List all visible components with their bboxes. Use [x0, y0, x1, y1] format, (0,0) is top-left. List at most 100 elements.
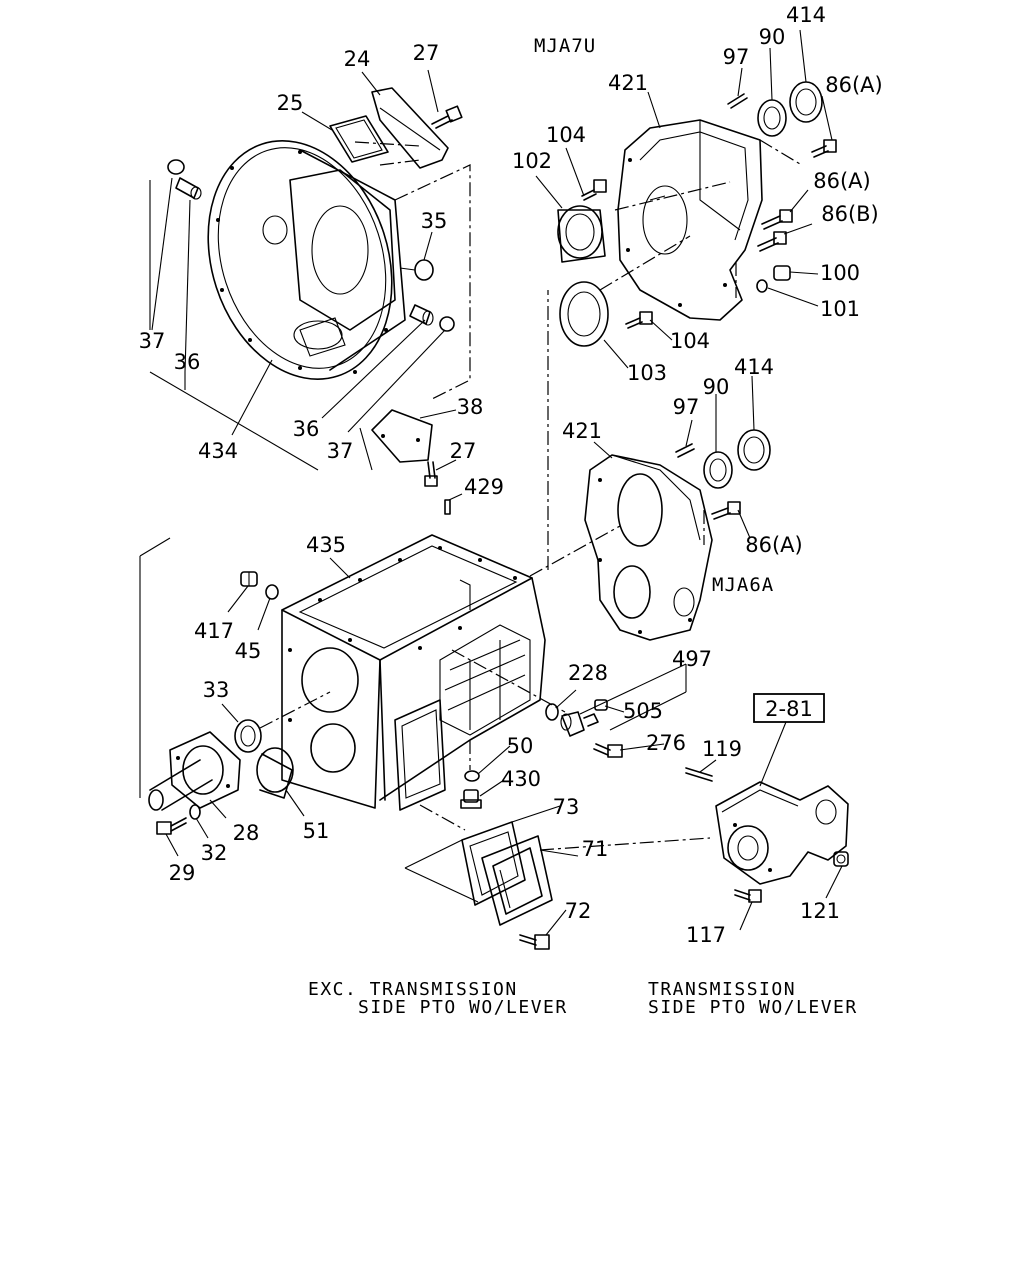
nut-121: [833, 851, 849, 867]
label-86b: 86(B): [821, 202, 879, 226]
label-86a-2: 86(A): [813, 169, 870, 193]
label-121: 121: [800, 899, 840, 923]
label-97-middle: 97: [673, 395, 700, 419]
label-417: 417: [194, 619, 234, 643]
label-429: 429: [464, 475, 504, 499]
label-505: 505: [623, 699, 663, 723]
bolt-72: [519, 934, 550, 950]
label-32: 32: [201, 841, 228, 865]
bolt-276: [593, 743, 623, 758]
rear-cover-middle: [584, 454, 713, 641]
label-36-bottom: 36: [293, 417, 320, 441]
gasket-73: [461, 821, 526, 906]
label-435: 435: [306, 533, 346, 557]
label-119: 119: [702, 737, 742, 761]
label-33: 33: [203, 678, 230, 702]
cover-102: [557, 205, 606, 263]
label-29: 29: [169, 861, 196, 885]
label-51: 51: [303, 819, 330, 843]
label-38: 38: [457, 395, 484, 419]
label-37-left: 37: [139, 329, 166, 353]
label-103: 103: [627, 361, 667, 385]
label-27-lower: 27: [450, 439, 477, 463]
code-mja6a: MJA6A: [712, 574, 774, 596]
stud-119: [685, 767, 713, 782]
code-mja7u: MJA7U: [534, 35, 596, 57]
seal-90-top: [757, 99, 787, 137]
label-90-top: 90: [759, 25, 786, 49]
seal-414-top: [789, 81, 823, 123]
label-28: 28: [233, 821, 260, 845]
caption-left-line1: EXC. TRANSMISSION: [308, 979, 518, 1000]
label-90-middle: 90: [703, 375, 730, 399]
pin-429: [444, 499, 451, 515]
flywheel-housing: [207, 140, 406, 380]
label-102: 102: [512, 149, 552, 173]
bolt-86a-3: [711, 501, 741, 520]
label-276: 276: [646, 731, 686, 755]
label-421-middle: 421: [562, 419, 602, 443]
washer-45: [265, 584, 279, 600]
cover-38: [371, 409, 433, 463]
bolt-27-lower: [424, 461, 438, 487]
washer-101: [756, 279, 768, 293]
bracket-497: [560, 711, 599, 737]
label-421-top: 421: [608, 71, 648, 95]
bolt-29: [156, 817, 187, 835]
bolt-117: [734, 889, 762, 903]
dowel-pins-bottom: [409, 304, 455, 332]
part-labels: 24 27 25 35 37 36 434 36 37 38 27 429 43…: [139, 3, 883, 947]
label-228: 228: [568, 661, 608, 685]
bolt-27-top: [431, 105, 463, 129]
label-71: 71: [582, 837, 609, 861]
label-101: 101: [820, 297, 860, 321]
cover-plate-71: [481, 835, 553, 926]
label-27-top: 27: [413, 41, 440, 65]
label-117: 117: [686, 923, 726, 947]
label-36-left: 36: [174, 350, 201, 374]
label-73: 73: [553, 795, 580, 819]
label-104-top: 104: [546, 123, 586, 147]
bolt-86b: [757, 231, 787, 252]
label-25: 25: [277, 91, 304, 115]
label-414-top: 414: [786, 3, 826, 27]
label-45: 45: [235, 639, 262, 663]
label-97-top: 97: [723, 45, 750, 69]
label-100: 100: [820, 261, 860, 285]
label-86a-1: 86(A): [825, 73, 882, 97]
label-37-bottom: 37: [327, 439, 354, 463]
label-497: 497: [672, 647, 712, 671]
label-104-bottom: 104: [670, 329, 710, 353]
plug-35: [399, 259, 434, 281]
leader-lines: [139, 29, 843, 936]
oil-seal-33: [234, 719, 262, 753]
captions: EXC. TRANSMISSION SIDE PTO WO/LEVER TRAN…: [308, 979, 858, 1018]
label-430: 430: [501, 767, 541, 791]
bolt-104-bottom: [625, 311, 653, 329]
label-50: 50: [507, 734, 534, 758]
caption-left-line2: SIDE PTO WO/LEVER: [358, 997, 568, 1018]
gasket-103: [559, 281, 609, 347]
o-ring-50: [464, 770, 480, 782]
plug-417: [240, 571, 258, 587]
plug-430: [460, 789, 482, 809]
label-434: 434: [198, 439, 238, 463]
bolt-86a-1: [811, 139, 837, 158]
bolt-505: [594, 699, 608, 711]
stud-97-middle: [675, 443, 695, 458]
cover-51: [256, 747, 294, 799]
seal-414-middle: [737, 429, 771, 471]
rear-cover-top: [617, 119, 763, 321]
seal-90-middle: [703, 451, 733, 489]
washer-32: [189, 804, 201, 820]
bolt-86a-2: [761, 209, 793, 230]
plug-100: [773, 265, 791, 281]
model-codes: MJA7U MJA6A: [534, 35, 774, 596]
caption-right-line2: SIDE PTO WO/LEVER: [648, 997, 858, 1018]
label-414-middle: 414: [734, 355, 774, 379]
bearing-retainer-28: [148, 731, 241, 811]
stud-97-top: [727, 93, 748, 109]
reference-box: 2-81: [753, 693, 825, 723]
caption-right-line1: TRANSMISSION: [648, 979, 796, 1000]
